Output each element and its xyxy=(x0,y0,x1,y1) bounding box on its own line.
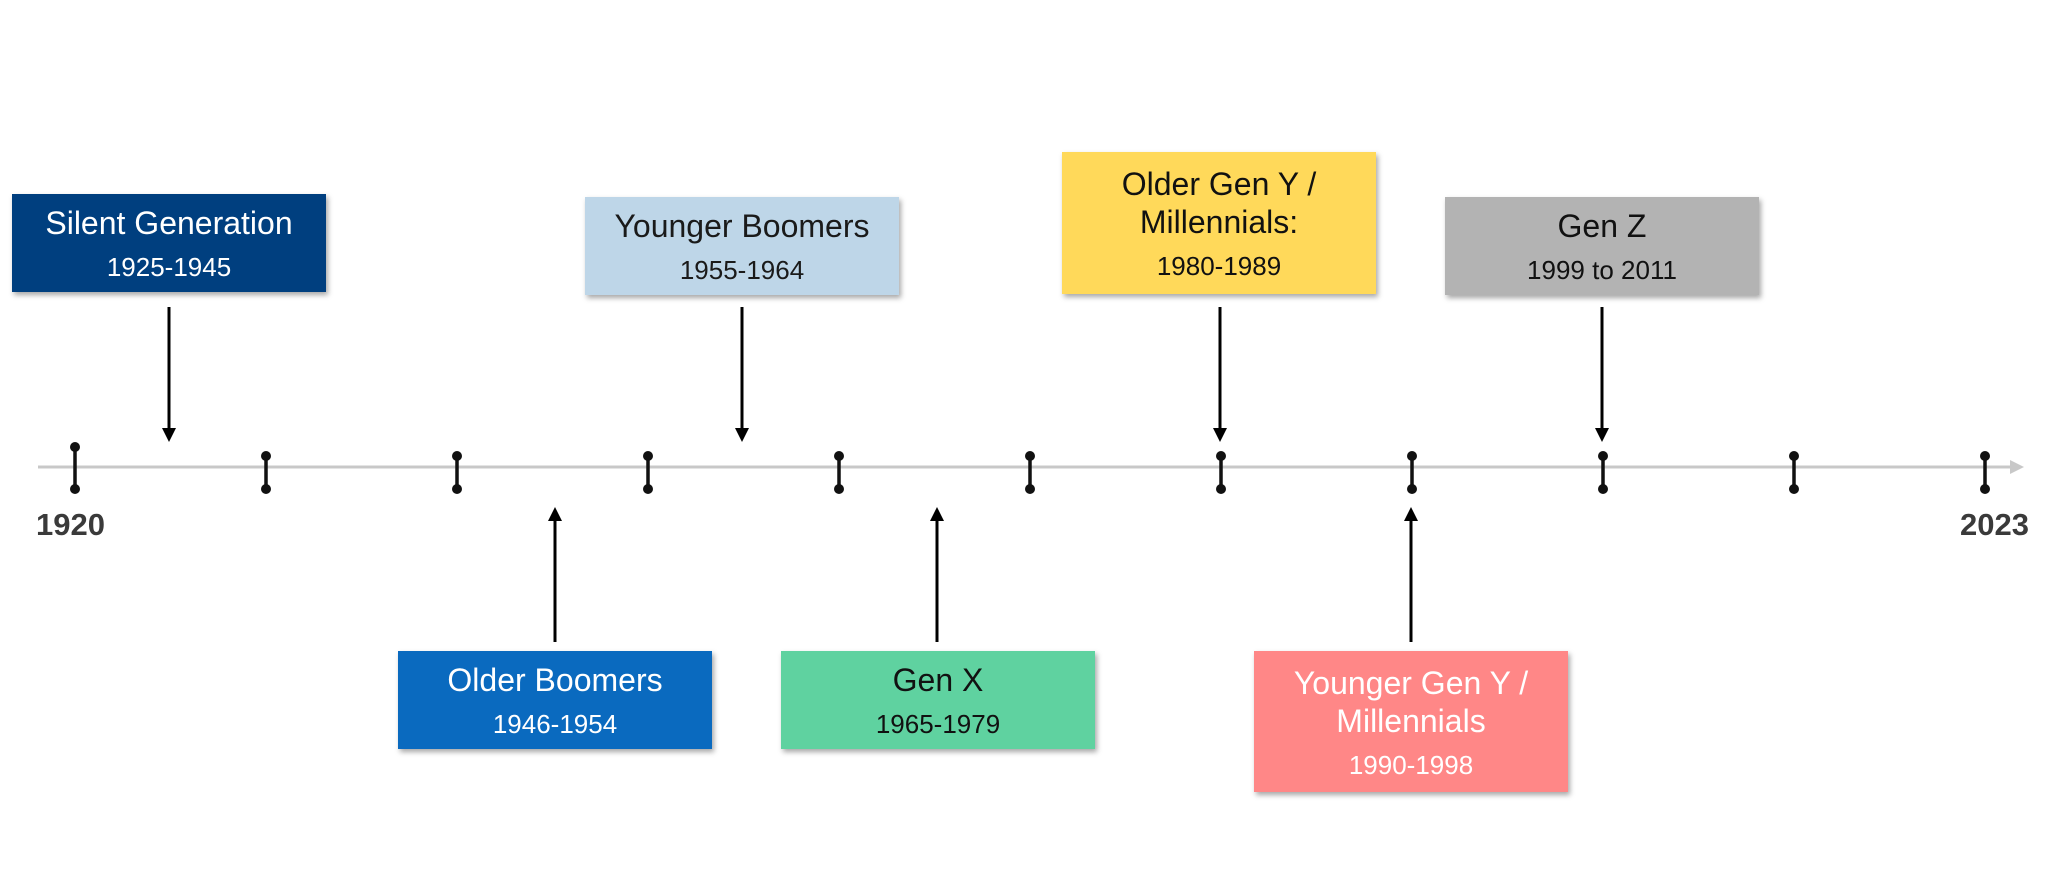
generation-years: 1990-1998 xyxy=(1348,749,1474,780)
generation-box-older-gen-y: Older Gen Y / Millennials: 1980-1989 xyxy=(1062,152,1376,294)
generation-years: 1999 to 2011 xyxy=(1527,255,1677,285)
generation-box-gen-z: Gen Z 1999 to 2011 xyxy=(1445,197,1759,295)
timeline-tick xyxy=(261,451,271,494)
timeline-tick xyxy=(1980,451,1990,494)
generation-name: Younger Gen Y / Millennials xyxy=(1293,664,1529,739)
generation-name: Gen Z xyxy=(1557,208,1647,244)
timeline-tick xyxy=(70,442,80,494)
timeline-tick xyxy=(1216,451,1226,494)
generation-years: 1925-1945 xyxy=(106,252,232,282)
timeline-tick xyxy=(452,451,462,494)
timeline-tick xyxy=(1407,451,1417,494)
generation-box-silent: Silent Generation 1925-1945 xyxy=(12,194,326,292)
generation-name: Older Boomers xyxy=(447,662,663,698)
timeline-tick xyxy=(1598,451,1608,494)
timeline-start-year: 1920 xyxy=(36,507,105,542)
generation-name: Older Gen Y / Millennials: xyxy=(1121,166,1317,240)
timeline-ticks xyxy=(70,442,1990,494)
connector-arrow xyxy=(1213,307,1227,442)
timeline-axis-arrowhead xyxy=(2010,460,2024,474)
generation-years: 1946-1954 xyxy=(492,709,618,739)
connector-arrow xyxy=(548,507,562,642)
timeline-tick xyxy=(1025,451,1035,494)
connector-arrow xyxy=(162,307,176,442)
generation-years: 1955-1964 xyxy=(679,255,805,285)
timeline-tick xyxy=(1789,451,1799,494)
generation-box-older-boomers: Older Boomers 1946-1954 xyxy=(398,651,712,749)
connector-arrow xyxy=(1595,307,1609,442)
generation-box-younger-gen-y: Younger Gen Y / Millennials 1990-1998 xyxy=(1254,651,1568,792)
connector-arrows xyxy=(162,307,1609,642)
connector-arrow xyxy=(735,307,749,442)
generation-box-younger-boomers: Younger Boomers 1955-1964 xyxy=(585,197,899,295)
connector-arrow xyxy=(930,507,944,642)
connector-arrow xyxy=(1404,507,1418,642)
timeline-tick xyxy=(643,451,653,494)
generation-years: 1980-1989 xyxy=(1156,251,1282,281)
generation-name: Gen X xyxy=(892,662,984,698)
generation-name: Silent Generation xyxy=(45,205,293,241)
timeline-tick xyxy=(834,451,844,494)
generation-years: 1965-1979 xyxy=(875,709,1001,739)
timeline-end-year: 2023 xyxy=(1960,507,2029,542)
generation-box-gen-x: Gen X 1965-1979 xyxy=(781,651,1095,749)
generation-name: Younger Boomers xyxy=(614,208,870,244)
